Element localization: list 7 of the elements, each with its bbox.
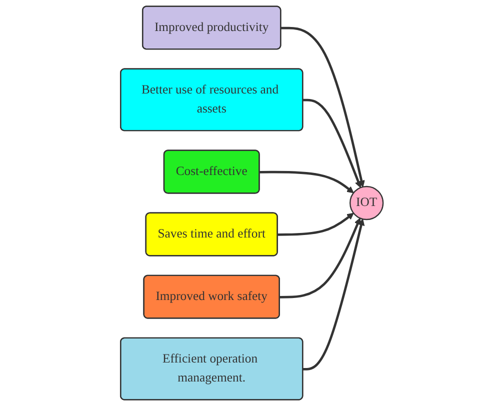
node-circle: IOT [349,186,384,220]
arrow [302,98,362,188]
arrow [280,26,365,188]
arrow [277,212,354,236]
arrow [279,218,360,298]
arrow [302,218,364,370]
arrow [259,170,354,194]
